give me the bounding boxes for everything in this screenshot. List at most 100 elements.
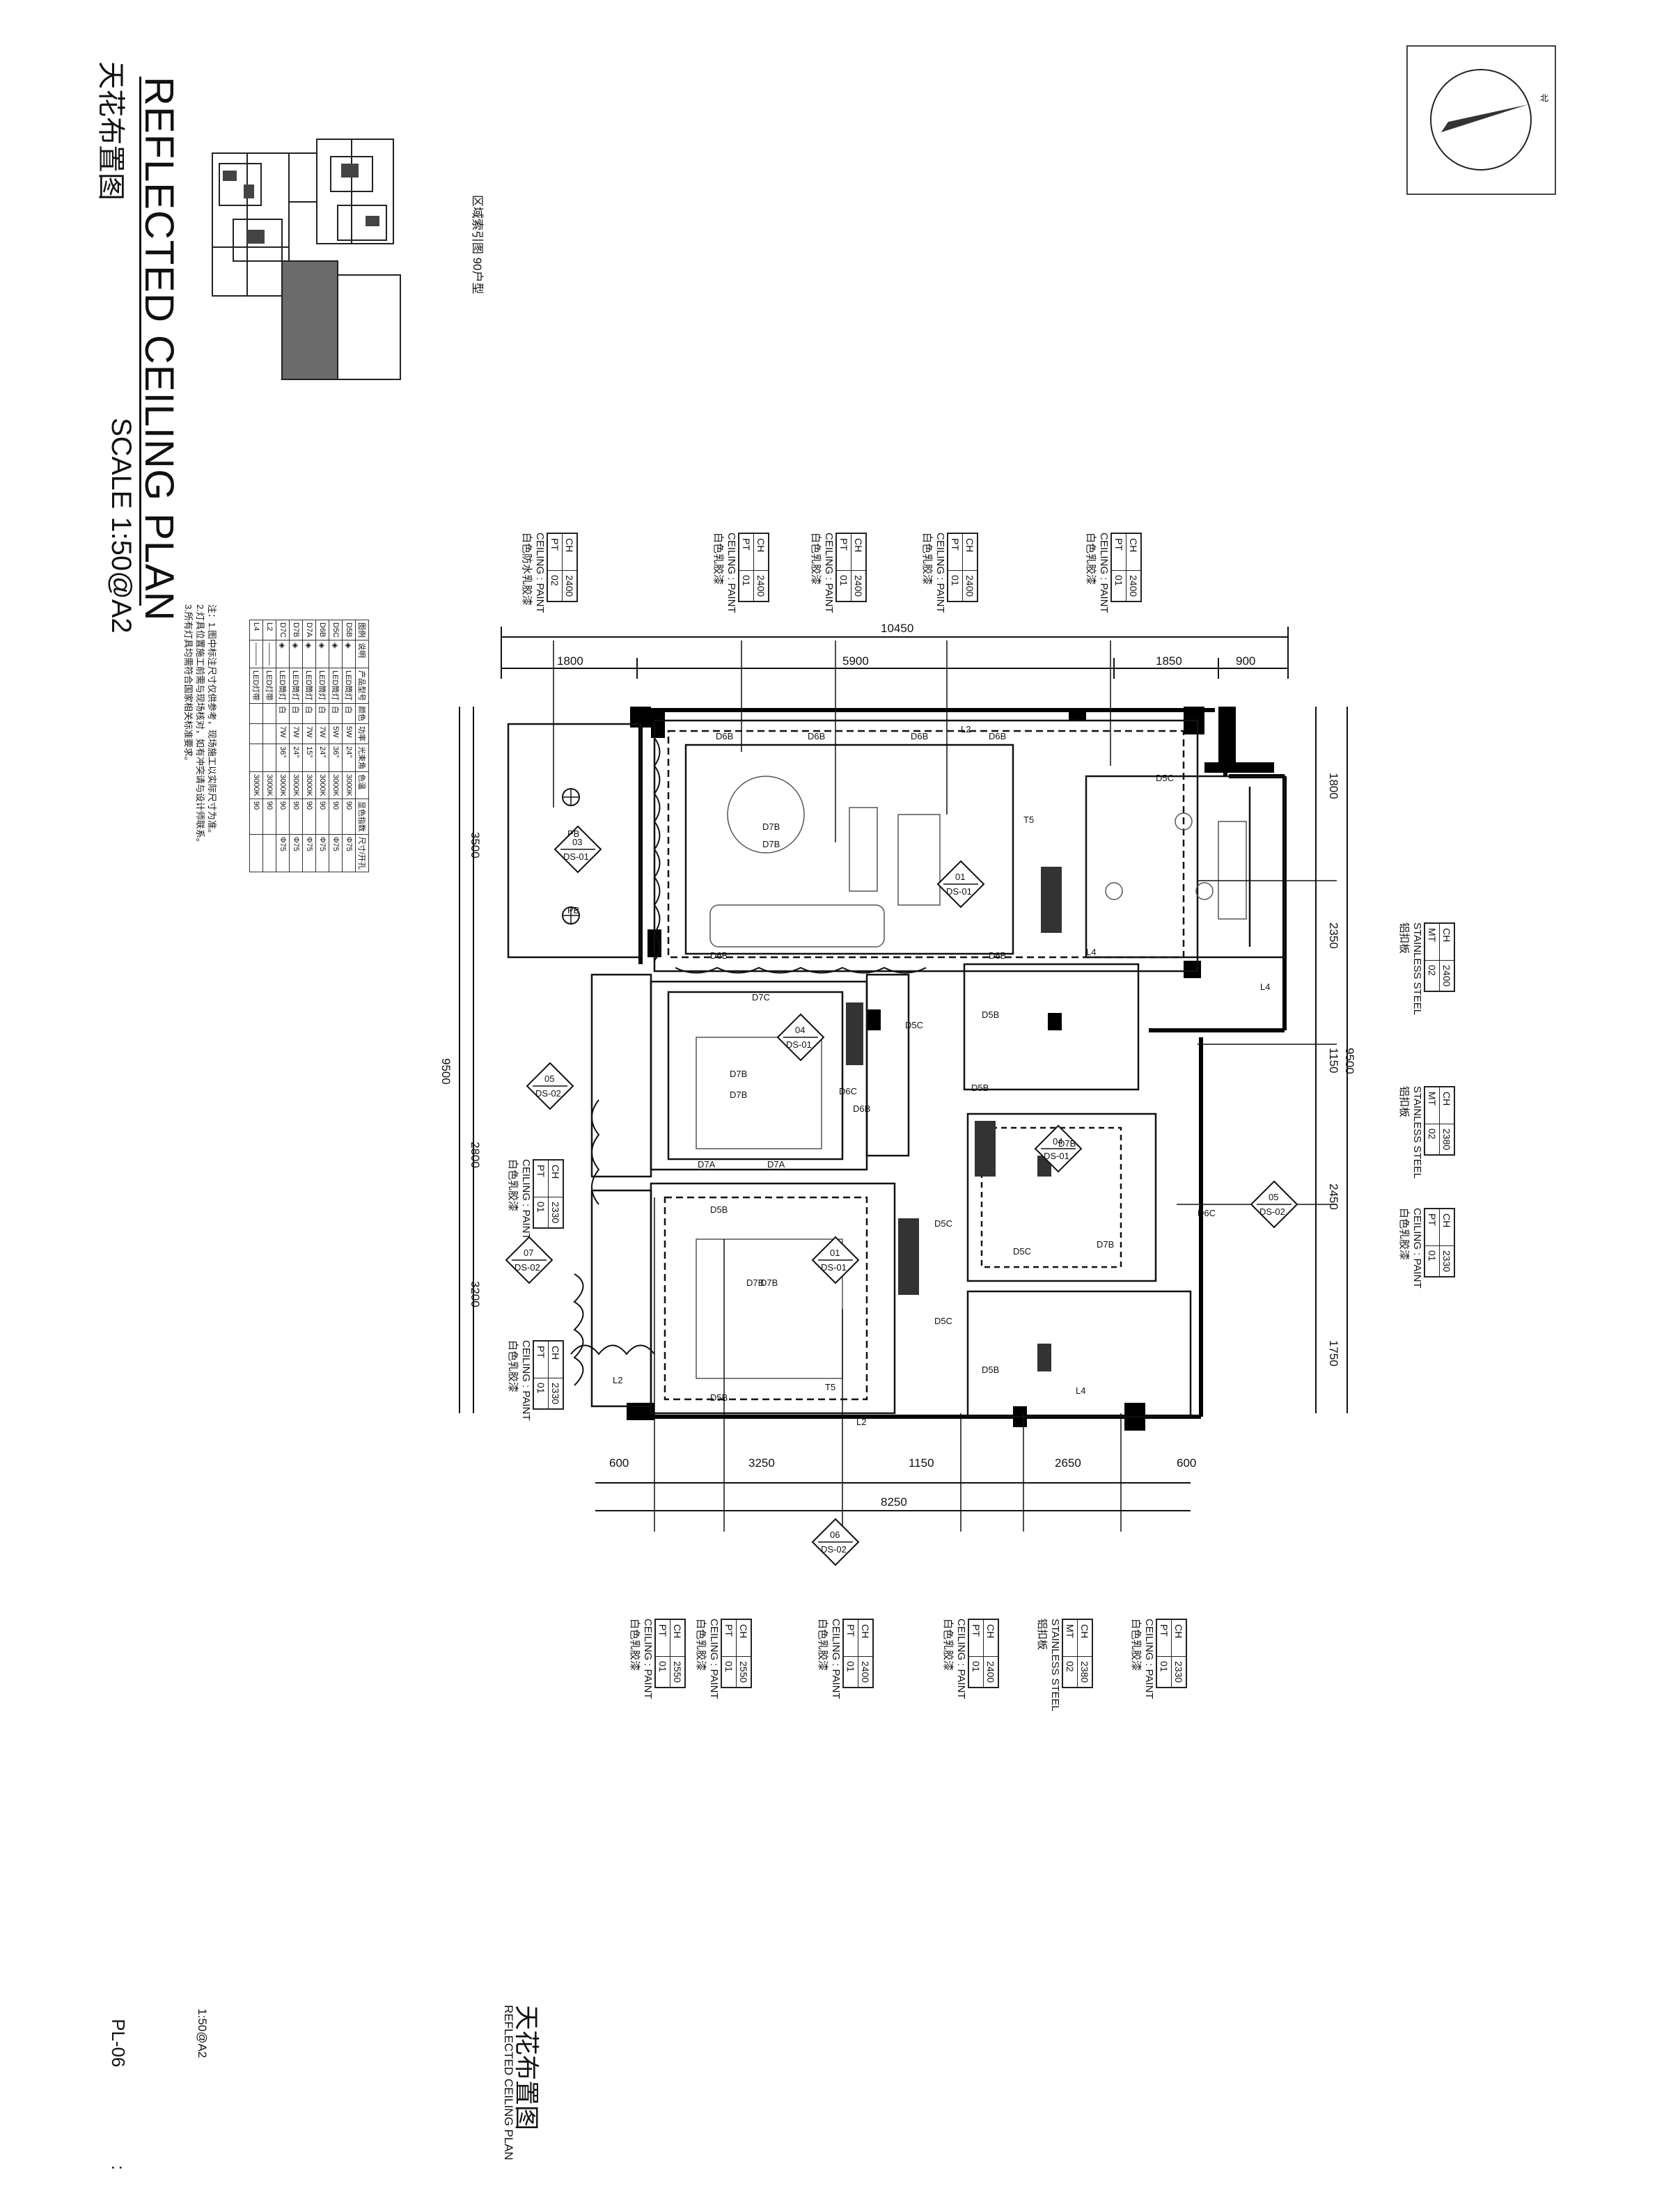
fixture-label: L2 xyxy=(856,1417,867,1427)
dim-right-2: 2350 xyxy=(1327,922,1340,949)
legend-cell: 90 xyxy=(262,799,276,835)
sheet-scale: SCALE 1:50@A2 xyxy=(106,418,136,634)
note-1: 注：1.图中标注尺寸仅供参考，现场施工以实际尺寸为准。 xyxy=(207,604,217,838)
legend-cell: LED灯带 xyxy=(249,668,263,704)
legend-cell: D7C xyxy=(276,620,290,640)
fixture-label: L2 xyxy=(613,1375,623,1385)
legend-cell: 说明 xyxy=(355,640,369,668)
fixture-label: D7B xyxy=(730,1069,748,1079)
legend-cell: LED筒灯 xyxy=(276,668,290,704)
legend-cell: D6B xyxy=(315,620,329,640)
legend-cell: 90 xyxy=(276,799,290,835)
dim-bottom-4: 2650 xyxy=(1055,1456,1081,1470)
legend-cell: 3000K xyxy=(249,771,263,799)
fixture-label: D6B xyxy=(710,950,728,961)
section-marker-num: 01 xyxy=(830,1248,840,1258)
legend-cell: Φ75 xyxy=(276,834,290,872)
legend-cell xyxy=(262,703,276,724)
dim-bottom-3: 1150 xyxy=(909,1456,934,1470)
legend-cell xyxy=(249,703,263,724)
fixture-label: D5B xyxy=(971,1083,989,1093)
legend-cell: 尺寸/开孔 xyxy=(355,834,369,872)
key-plan xyxy=(212,139,401,380)
section-marker-num: 04 xyxy=(1053,1136,1063,1147)
section-marker-ref: DS-02 xyxy=(821,1544,847,1555)
tb-colon: : xyxy=(108,2165,129,2171)
fixture-label: D6B xyxy=(989,950,1007,961)
legend-cell: 显色指数 xyxy=(355,799,369,835)
legend-cell: 90 xyxy=(315,799,329,835)
legend-cell: 3000K xyxy=(315,771,329,799)
dim-top-1: 1800 xyxy=(557,654,583,668)
north-icon: 北 xyxy=(1540,93,1548,103)
section-marker-num: 05 xyxy=(1269,1192,1279,1202)
fixture-label: D5B xyxy=(982,1365,1000,1375)
north-arrow: 北 xyxy=(1406,45,1556,195)
legend-cell xyxy=(249,834,263,872)
legend-cell: 3000K xyxy=(329,771,343,799)
section-marker-ref: DS-02 xyxy=(515,1262,540,1273)
legend-cell: 颜色 xyxy=(355,703,369,724)
legend-cell: 3000K xyxy=(276,771,290,799)
fixture-label: PB xyxy=(567,828,580,839)
legend-cell: 3000K xyxy=(262,771,276,799)
legend-cell: D7B xyxy=(289,620,303,640)
legend-cell: 90 xyxy=(289,799,303,835)
legend-cell xyxy=(262,834,276,872)
legend-cell: 白 xyxy=(329,703,343,724)
dim-left-1: 3500 xyxy=(469,832,482,858)
fixture-label: L2 xyxy=(961,724,971,734)
sheet-title-cn: 天花布置图 xyxy=(95,61,127,200)
legend-header-row: 图例说明产品型号颜色功率光束角色温显色指数尺寸/开孔 xyxy=(355,620,369,872)
fixture-label: D7B xyxy=(1058,1138,1076,1149)
tb-scale: 1:50@A2 xyxy=(196,2008,209,2059)
key-plan-label: 区域索引图 90户型 xyxy=(471,195,484,294)
legend-cell: 36° xyxy=(276,744,290,772)
dim-right-overall: 9500 xyxy=(1343,1048,1356,1074)
legend-cell: 产品型号 xyxy=(355,668,369,704)
legend-cell: 白 xyxy=(289,703,303,724)
fixture-label: D6B xyxy=(911,731,929,741)
section-marker-ref: DS-02 xyxy=(1259,1206,1285,1217)
legend-cell: ——— xyxy=(249,640,263,668)
section-marker-num: 07 xyxy=(524,1248,534,1258)
fixture-label: T5 xyxy=(1023,815,1035,825)
legend-cell: ◈ xyxy=(342,640,356,668)
legend-cell: ◈ xyxy=(329,640,343,668)
fixture-label: D5B xyxy=(982,1009,1000,1020)
fixture-label: D7B xyxy=(762,821,780,832)
fixture-label: D5C xyxy=(1013,1246,1032,1257)
dim-right-5: 1750 xyxy=(1327,1340,1340,1367)
legend-cell: LED筒灯 xyxy=(329,668,343,704)
dim-left-2: 2800 xyxy=(469,1142,482,1168)
fixture-label: D5B xyxy=(710,1392,728,1403)
legend-cell: 90 xyxy=(249,799,263,835)
legend-cell: 3000K xyxy=(342,771,356,799)
legend-cell: 90 xyxy=(342,799,356,835)
legend-cell: 24° xyxy=(289,744,303,772)
fixture-label: D6C xyxy=(1198,1208,1216,1218)
fixture-label: D7B xyxy=(762,839,780,849)
fixture-label: D7A xyxy=(767,1159,785,1170)
section-marker-ref: DS-01 xyxy=(946,886,972,897)
dim-bottom-5: 600 xyxy=(1177,1456,1197,1470)
fixture-label: PB xyxy=(567,905,580,915)
